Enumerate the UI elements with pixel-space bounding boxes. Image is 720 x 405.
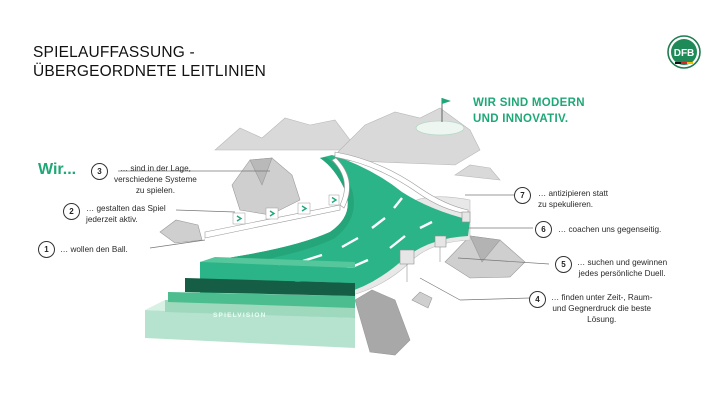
spielvision-stairs xyxy=(145,257,355,348)
item-line: Lösung. xyxy=(551,314,652,325)
tagline-line-1: WIR SIND MODERN xyxy=(473,95,585,111)
item-line: jedes persönliche Duell. xyxy=(577,268,667,279)
item-line: verschiedene Systeme xyxy=(114,174,197,185)
item-number: 2 xyxy=(63,203,80,220)
item-line: zu spielen. xyxy=(114,185,197,196)
intro-label: Wir... xyxy=(38,161,76,179)
item-number: 6 xyxy=(535,221,552,238)
item-number: 4 xyxy=(529,291,546,308)
item-line: … coachen uns gegenseitig. xyxy=(558,224,661,235)
item-text: … gestalten das Spiel jederzeit aktiv. xyxy=(86,203,166,225)
item-text: … antizipieren statt zu spekulieren. xyxy=(538,188,608,210)
item-line: jederzeit aktiv. xyxy=(86,214,166,225)
item-line: … sind in der Lage, xyxy=(114,163,197,174)
item-line: … suchen und gewinnen xyxy=(577,257,667,268)
item-number: 1 xyxy=(38,241,55,258)
item-line: … wollen den Ball. xyxy=(60,244,128,255)
item-text: … sind in der Lage, verschiedene Systeme… xyxy=(114,163,197,196)
item-text: … coachen uns gegenseitig. xyxy=(558,224,661,235)
item-text: … wollen den Ball. xyxy=(60,244,128,255)
item-number: 5 xyxy=(555,256,572,273)
item-line: zu spekulieren. xyxy=(538,199,608,210)
tagline: WIR SIND MODERN UND INNOVATIV. xyxy=(473,95,585,127)
item-number: 7 xyxy=(514,187,531,204)
item-line: … finden unter Zeit-, Raum- xyxy=(551,292,652,303)
item-number: 3 xyxy=(91,163,108,180)
item-line: und Gegnerdruck die beste xyxy=(551,303,652,314)
item-line: … gestalten das Spiel xyxy=(86,203,166,214)
tagline-line-2: UND INNOVATIV. xyxy=(473,111,585,127)
item-text: … finden unter Zeit-, Raum- und Gegnerdr… xyxy=(551,292,652,325)
spielvision-label: SPIELVISION xyxy=(213,312,267,319)
item-text: … suchen und gewinnen jedes persönliche … xyxy=(577,257,667,279)
item-line: … antizipieren statt xyxy=(538,188,608,199)
